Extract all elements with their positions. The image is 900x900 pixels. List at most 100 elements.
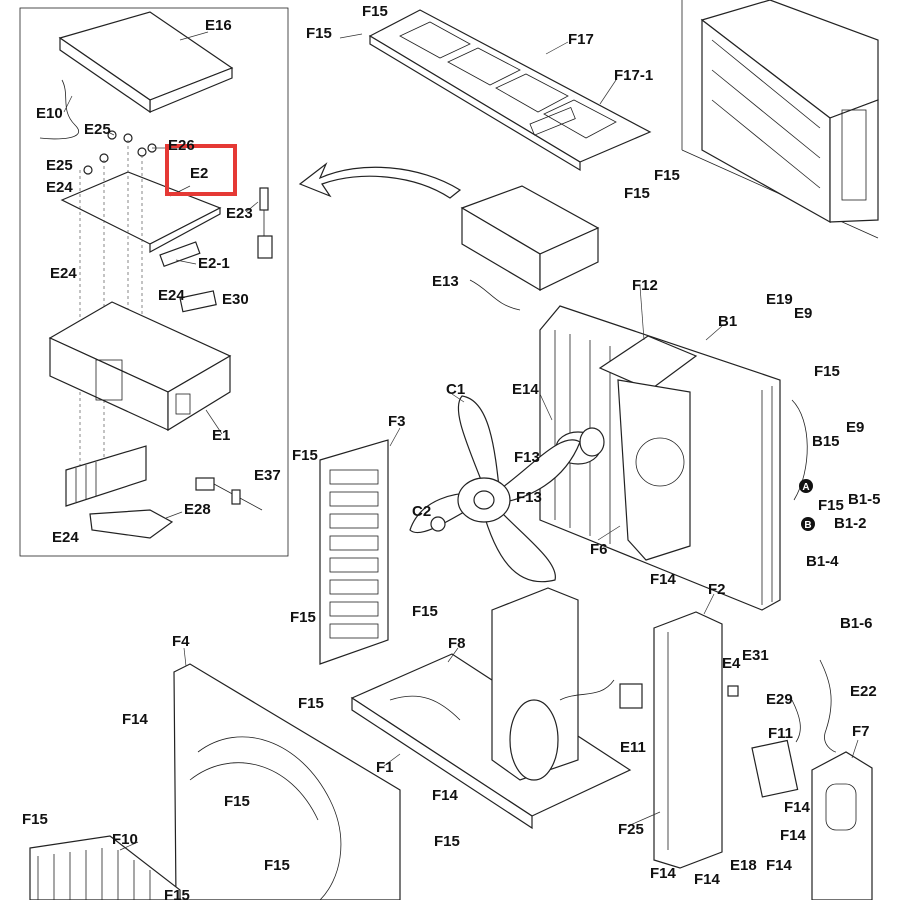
label-f1: F1 <box>376 759 394 776</box>
label-e26: E26 <box>168 137 195 154</box>
svg-text:A: A <box>802 482 809 493</box>
part-f7-cover <box>811 751 873 900</box>
label-f14-g: F14 <box>784 799 811 816</box>
label-b1-2: B1-2 <box>834 515 867 532</box>
label-f15-c: F15 <box>654 167 680 184</box>
label-f15-e: F15 <box>814 363 840 380</box>
label-f15-h: F15 <box>290 609 316 626</box>
part-f6-motor-mount <box>617 379 691 561</box>
part-e23-sensor <box>257 187 273 259</box>
label-e4: E4 <box>722 655 741 672</box>
label-e10: E10 <box>36 105 63 122</box>
label-f13-b: F13 <box>516 489 542 506</box>
label-f14-b: F14 <box>122 711 149 728</box>
label-c1: C1 <box>446 381 465 398</box>
label-f8: F8 <box>448 635 466 652</box>
part-e11 <box>619 683 643 709</box>
label-e16: E16 <box>205 17 232 34</box>
label-b1: B1 <box>718 313 737 330</box>
label-f4: F4 <box>172 633 190 650</box>
label-f15-a: F15 <box>362 3 388 20</box>
label-e24-c: E24 <box>158 287 185 304</box>
label-e31: E31 <box>742 647 769 664</box>
label-e24-d: E24 <box>52 529 79 546</box>
part-heat-sink <box>65 445 147 507</box>
label-e24-b: E24 <box>50 265 77 282</box>
label-f15-g: F15 <box>818 497 844 514</box>
part-f2-side-panel <box>653 611 723 869</box>
part-f17-top-cover <box>368 9 652 172</box>
part-e30 <box>179 290 217 313</box>
label-e25: E25 <box>84 121 111 138</box>
label-f3: F3 <box>388 413 406 430</box>
e2-highlight-box <box>165 144 237 196</box>
part-e13-elec-box <box>460 185 600 311</box>
label-f7: F7 <box>852 723 870 740</box>
part-c2-nut <box>430 516 446 532</box>
label-b1-4: B1-4 <box>806 553 839 570</box>
part-e1-chassis <box>48 301 232 432</box>
label-f15-k: F15 <box>224 793 250 810</box>
label-f25: F25 <box>618 821 644 838</box>
outdoor-unit-overview <box>681 0 879 239</box>
part-e10-wire <box>39 79 79 140</box>
label-b15: B15 <box>812 433 840 450</box>
label-f15-o: F15 <box>164 887 190 900</box>
label-f15-m: F15 <box>434 833 460 850</box>
part-e29-harness <box>791 699 801 743</box>
part-e22-harness <box>819 659 837 753</box>
label-f14-d: F14 <box>780 827 807 844</box>
label-e25-b: E25 <box>46 157 73 174</box>
label-f15-l: F15 <box>22 811 48 828</box>
marker-b: B <box>801 517 815 531</box>
label-e28: E28 <box>184 501 211 518</box>
label-b1-5: B1-5 <box>848 491 881 508</box>
label-f14-h: F14 <box>650 865 677 882</box>
part-c1-propeller <box>409 395 581 583</box>
direction-arrow <box>298 162 462 199</box>
part-f11 <box>751 739 799 798</box>
label-f15-f: F15 <box>292 447 318 464</box>
part-f8-separator-compressor <box>491 587 615 781</box>
label-e19: E19 <box>766 291 793 308</box>
label-e13: E13 <box>432 273 459 290</box>
label-f11: F11 <box>768 725 793 742</box>
label-e9-b: E9 <box>846 419 864 436</box>
part-e28-plate <box>89 509 174 539</box>
label-f13-a: F13 <box>514 449 540 466</box>
label-f14-a: F14 <box>650 571 677 588</box>
label-f14-e: F14 <box>766 857 793 874</box>
label-e29: E29 <box>766 691 793 708</box>
label-f15-j: F15 <box>298 695 324 712</box>
label-f17-1: F17-1 <box>614 67 653 84</box>
label-f17: F17 <box>568 31 594 48</box>
label-f15-d: F15 <box>624 185 650 202</box>
label-f2: F2 <box>708 581 726 598</box>
label-e30: E30 <box>222 291 249 308</box>
label-f6: F6 <box>590 541 608 558</box>
label-e9: E9 <box>794 305 812 322</box>
part-f1-base-pan <box>350 653 632 830</box>
label-f14-f: F14 <box>694 871 721 888</box>
label-e18: E18 <box>730 857 757 874</box>
svg-text:B: B <box>804 520 811 531</box>
label-e24: E24 <box>46 179 73 196</box>
label-b1-6: B1-6 <box>840 615 873 632</box>
marker-a: A <box>799 479 813 493</box>
label-e23: E23 <box>226 205 253 222</box>
part-f4-front-panel <box>173 663 401 900</box>
label-e22: E22 <box>850 683 877 700</box>
label-f14-c: F14 <box>432 787 459 804</box>
part-e16-cover <box>58 11 234 114</box>
label-f15-i: F15 <box>412 603 438 620</box>
label-f15-b: F15 <box>306 25 332 42</box>
label-e11: E11 <box>620 739 646 756</box>
part-e4 <box>727 685 739 697</box>
label-e1: E1 <box>212 427 230 444</box>
part-f3-grille <box>319 439 389 665</box>
label-e37: E37 <box>254 467 281 484</box>
label-e2-1: E2-1 <box>198 255 230 272</box>
label-f12: F12 <box>632 277 658 294</box>
